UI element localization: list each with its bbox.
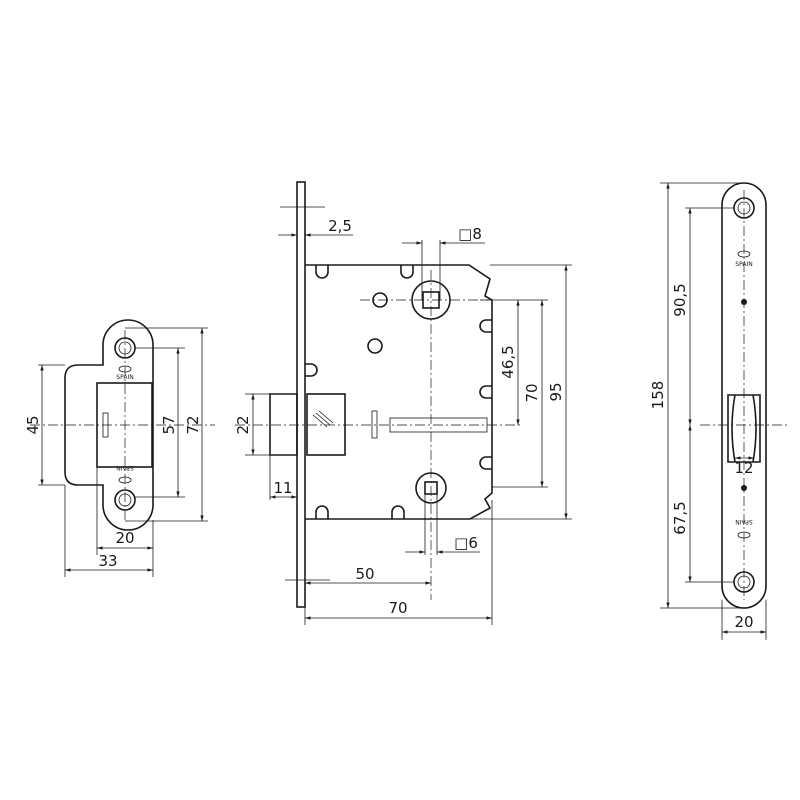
dim-90-5: 90,5 bbox=[671, 283, 689, 316]
dim-70-horizontal: 70 bbox=[388, 599, 407, 617]
dim-50: 50 bbox=[355, 565, 374, 583]
dim-46-5: 46,5 bbox=[499, 345, 517, 378]
dim-2-5: 2,5 bbox=[328, 217, 352, 235]
dim-22: 22 bbox=[234, 415, 252, 434]
dim-12: 12 bbox=[734, 459, 753, 477]
dim-11: 11 bbox=[273, 479, 292, 497]
lock-body: 2,5 □8 □6 22 11 46,5 70 95 50 70 bbox=[234, 181, 572, 625]
logo-text: SPAIN bbox=[116, 374, 133, 381]
dim-45: 45 bbox=[24, 415, 42, 434]
dim-95: 95 bbox=[547, 382, 565, 401]
lock-faceplate bbox=[296, 181, 306, 608]
strike-plate: SPAIN SPAIN 45 57 72 20 33 bbox=[24, 319, 215, 577]
logo-text-inverted: SPAIN bbox=[116, 464, 133, 471]
dim-67-5: 67,5 bbox=[671, 501, 689, 534]
faceplate-front: SPAIN SPAIN 158 90,5 67,5 12 20 bbox=[649, 182, 790, 640]
dim-158: 158 bbox=[649, 381, 667, 410]
latch-spring-housing bbox=[306, 393, 346, 456]
dim-20-faceplate: 20 bbox=[734, 613, 753, 631]
dim-72: 72 bbox=[184, 415, 202, 434]
dim-20: 20 bbox=[115, 529, 134, 547]
dim-57: 57 bbox=[160, 415, 178, 434]
dim-square-8: □8 bbox=[458, 225, 482, 243]
dim-33: 33 bbox=[98, 552, 117, 570]
dim-70-vertical: 70 bbox=[523, 383, 541, 402]
dim-square-6: □6 bbox=[454, 534, 478, 552]
